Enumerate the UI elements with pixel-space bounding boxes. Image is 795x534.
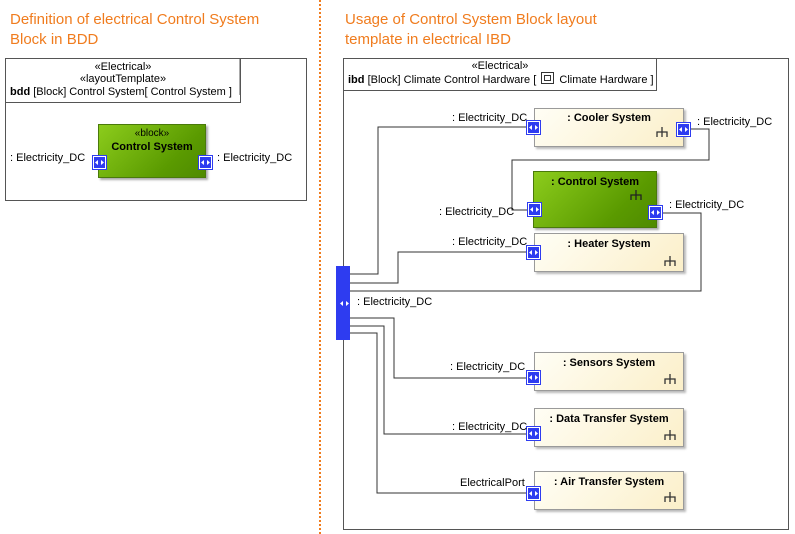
part-air-transfer-system[interactable]: : Air Transfer System (534, 471, 684, 510)
bdd-frame-title: bdd [Block] Control System[ Control Syst… (6, 85, 240, 99)
control-left-port-label: : Electricity_DC (439, 206, 515, 218)
ibd-title-prefix: [Block] Climate Control Hardware [ (367, 74, 537, 86)
connector-data-transfer[interactable] (350, 325, 530, 435)
heater-left-port-label: : Electricity_DC (452, 236, 528, 248)
connector-heater[interactable] (350, 251, 530, 284)
port-arrows-icon (679, 127, 688, 132)
connector-cooler-control[interactable] (511, 128, 710, 211)
section-divider (319, 0, 321, 534)
bdd-heading-line1: Definition of electrical Control System (10, 11, 260, 28)
control-left-port[interactable] (527, 202, 542, 217)
port-arrows-icon (529, 491, 538, 496)
bus-port-label: : Electricity_DC (357, 296, 433, 308)
part-name: : Data Transfer System (549, 413, 669, 425)
bus-port-arrow-icon (337, 296, 350, 309)
part-cooler-system[interactable]: : Cooler System (534, 108, 684, 147)
port-arrows-icon (529, 431, 538, 436)
bdd-stereotype-layout-template: «layoutTemplate» (79, 73, 167, 85)
control-right-port[interactable] (648, 205, 663, 220)
ibd-frame-header: «Electrical» ibd [Block] Climate Control… (344, 59, 657, 91)
port-arrows-icon (651, 210, 660, 215)
bdd-right-port[interactable] (198, 155, 213, 170)
cooler-right-port-label: : Electricity_DC (697, 116, 773, 128)
fork-icon (664, 492, 676, 502)
connector-air-transfer[interactable] (350, 332, 530, 494)
cooler-left-port-label: : Electricity_DC (452, 112, 528, 124)
part-name: : Control System (550, 176, 639, 188)
port-arrows-icon (201, 160, 210, 165)
part-sensors-system[interactable]: : Sensors System (534, 352, 684, 391)
port-arrows-icon (530, 207, 539, 212)
bdd-kind: bdd (10, 86, 31, 98)
ibd-title-suffix: Climate Hardware ] (559, 74, 654, 86)
control-right-port-label: : Electricity_DC (669, 199, 745, 211)
port-arrows-icon (95, 160, 104, 165)
bdd-heading-line2: Block in BDD (10, 31, 99, 48)
connector-cooler[interactable] (350, 126, 530, 275)
bdd-stereotype-electrical: «Electrical» (94, 61, 152, 73)
port-arrows-icon (529, 250, 538, 255)
bdd-tab-notch (239, 59, 241, 95)
heater-left-port[interactable] (526, 245, 541, 260)
part-name: : Sensors System (562, 357, 656, 369)
fork-icon (630, 190, 642, 200)
ibd-stereotype: «Electrical» (471, 60, 529, 72)
bdd-left-port-label: : Electricity_DC (10, 152, 86, 164)
bdd-heading: Definition of electrical Control System … (10, 10, 259, 50)
frame-diagram-icon (541, 72, 555, 84)
bdd-control-system-block[interactable]: «block» Control System (98, 124, 206, 178)
ibd-heading-line2: template in electrical IBD (345, 31, 511, 48)
bdd-block-stereotype: «block» (134, 128, 170, 139)
air-transfer-left-port[interactable] (526, 486, 541, 501)
port-arrows-icon (529, 125, 538, 130)
part-name: : Heater System (567, 238, 651, 250)
fork-icon (656, 127, 668, 137)
connector-sensors[interactable] (350, 317, 530, 379)
fork-icon (664, 256, 676, 266)
sensors-left-port[interactable] (526, 370, 541, 385)
air-transfer-left-port-label: ElectricalPort (460, 477, 525, 489)
part-heater-system[interactable]: : Heater System (534, 233, 684, 272)
bdd-block-name: Control System (111, 141, 193, 153)
ibd-kind: ibd (348, 74, 365, 86)
ibd-heading: Usage of Control System Block layout tem… (345, 10, 597, 50)
fork-icon (664, 374, 676, 384)
connector-control-bus[interactable] (350, 212, 702, 292)
part-name: : Air Transfer System (553, 476, 665, 488)
ibd-heading-line1: Usage of Control System Block layout (345, 11, 597, 28)
data-transfer-left-port-label: : Electricity_DC (452, 421, 528, 433)
bdd-frame-header: «Electrical» «layoutTemplate» bdd [Block… (6, 59, 241, 103)
port-arrows-icon (529, 375, 538, 380)
sensors-left-port-label: : Electricity_DC (450, 361, 526, 373)
cooler-right-port[interactable] (676, 122, 691, 137)
bdd-right-port-label: : Electricity_DC (217, 152, 293, 164)
fork-icon (664, 430, 676, 440)
cooler-left-port[interactable] (526, 120, 541, 135)
bdd-left-port[interactable] (92, 155, 107, 170)
ibd-frame-title: ibd [Block] Climate Control Hardware [ C… (344, 72, 656, 87)
part-name: : Cooler System (567, 112, 651, 124)
part-data-transfer-system[interactable]: : Data Transfer System (534, 408, 684, 447)
data-transfer-left-port[interactable] (526, 426, 541, 441)
bdd-frame[interactable]: «Electrical» «layoutTemplate» bdd [Block… (5, 58, 307, 201)
bdd-title-text: [Block] Control System[ Control System ] (33, 86, 232, 98)
